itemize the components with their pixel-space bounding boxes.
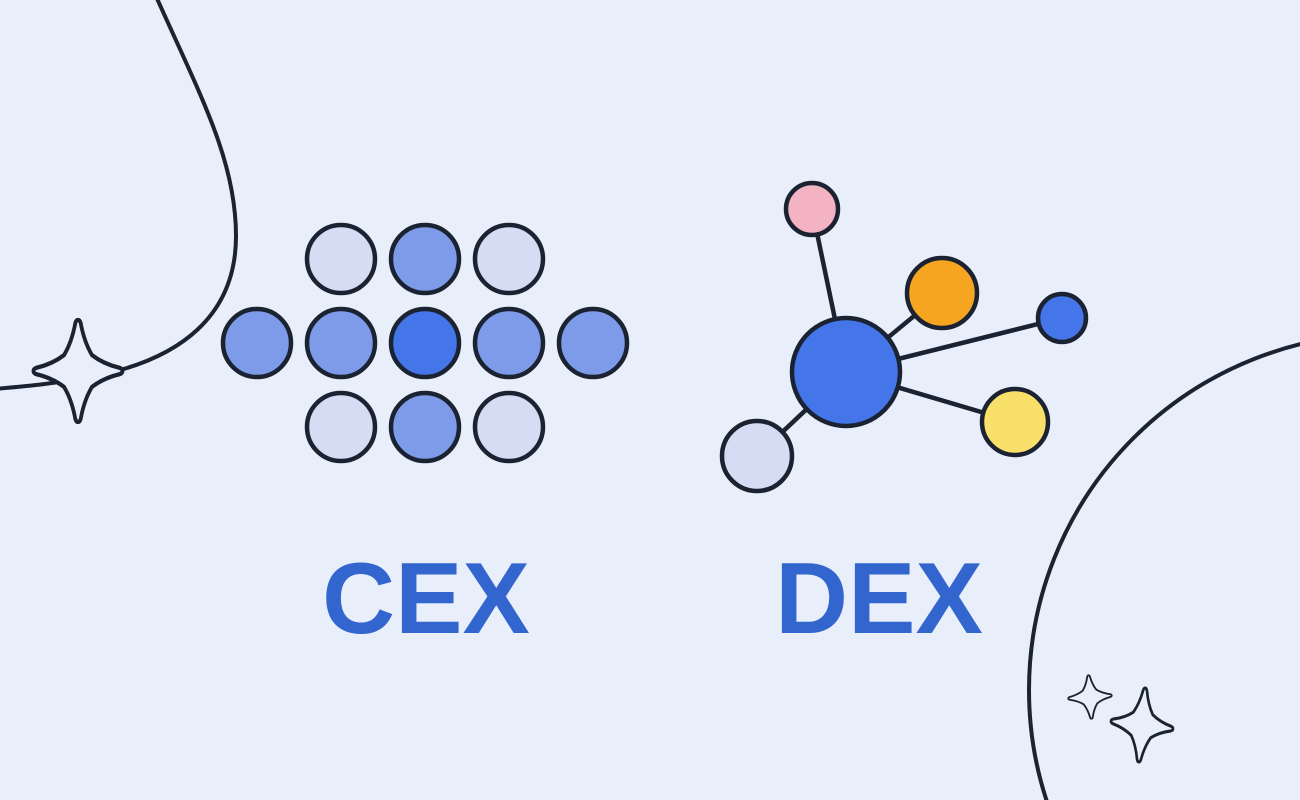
top-left-curve-line (0, 0, 239, 391)
top-left-star-icon (33, 320, 122, 422)
dex-satellite-node (904, 255, 980, 331)
dex-network-nodes (719, 180, 1089, 494)
cex-dot (304, 306, 378, 380)
dex-satellite-node (783, 180, 841, 238)
cex-dot (556, 306, 630, 380)
cex-dot (304, 222, 378, 296)
dex-satellite-node (719, 418, 795, 494)
cex-dot (472, 222, 546, 296)
bottom-right-small-sparkle-icon (1065, 672, 1115, 722)
cex-dot (220, 306, 294, 380)
cex-dot (388, 222, 462, 296)
dex-hub-node (789, 315, 903, 429)
cex-dot (472, 390, 546, 464)
cex-dot (388, 390, 462, 464)
cex-dot (472, 306, 546, 380)
cex-dot (304, 390, 378, 464)
dex-satellite-node (1035, 291, 1089, 345)
cex-dot-grid (220, 222, 630, 464)
cex-label: CEX (322, 543, 530, 655)
dex-satellite-node (979, 386, 1051, 458)
cex-dot (388, 306, 462, 380)
dex-label: DEX (775, 543, 983, 655)
bottom-right-arc (1027, 342, 1300, 800)
bottom-right-large-sparkle-icon (1106, 682, 1178, 768)
